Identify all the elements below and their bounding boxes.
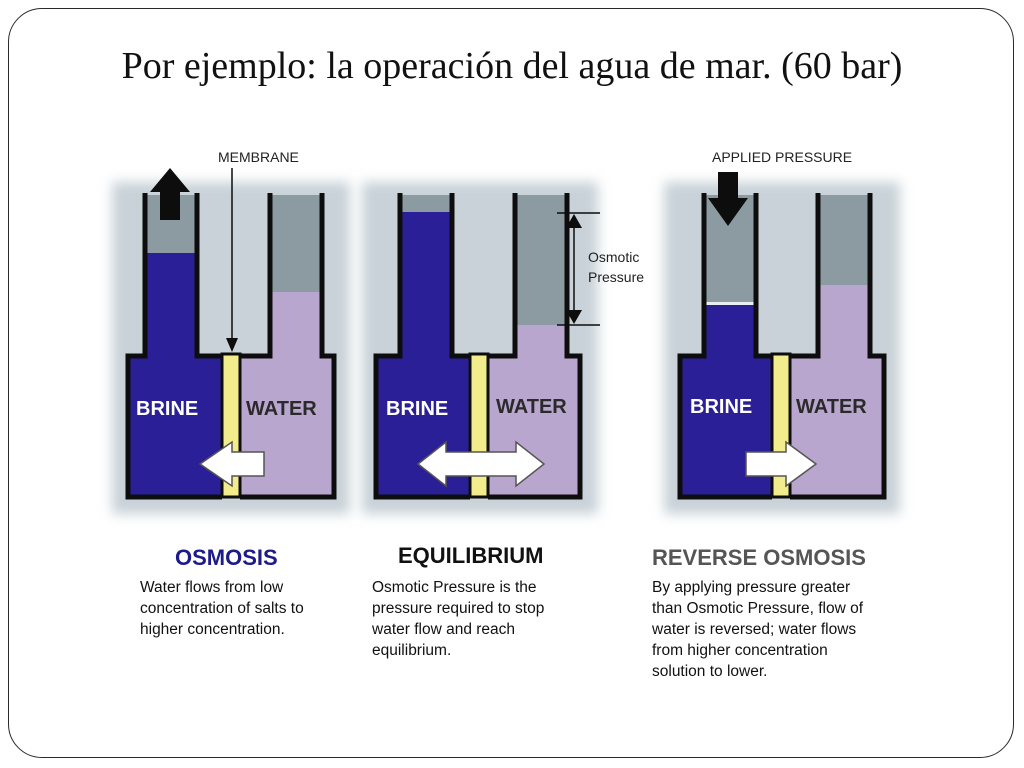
description-line: solution to lower. [652, 663, 767, 680]
left-brine-tube [400, 212, 452, 363]
slide-title: Por ejemplo: la operación del agua de ma… [121, 45, 903, 87]
right-tube-inner-wall [240, 193, 273, 359]
right-vessel-wall [240, 193, 337, 500]
description-line: Water flows from low [140, 579, 284, 596]
right-vessel-wall [790, 193, 887, 500]
piston-line [704, 302, 756, 305]
right-vessel-wall [488, 193, 583, 500]
osmotic-pressure-callout-line2: Pressure [588, 269, 644, 285]
description-line: higher concentration. [140, 621, 285, 638]
description-reverse-osmosis: By applying pressure greater than Osmoti… [651, 579, 864, 680]
osmotic-pressure-callout-line1: Osmotic [588, 249, 639, 265]
right-tube-empty [818, 195, 870, 285]
description-line: water is reversed; water flows [651, 621, 856, 638]
flow-arrow-left-icon [198, 440, 265, 488]
right-water-chamber [790, 358, 882, 495]
left-vessel-wall [677, 193, 772, 500]
left-tube-empty [400, 195, 452, 212]
description-line: Osmotic Pressure is the [372, 579, 537, 596]
arrow-down-icon [708, 172, 748, 226]
water-label-osmosis: WATER [246, 398, 317, 420]
left-brine-tube [704, 305, 756, 363]
description-line: concentration of salts to [140, 600, 304, 617]
description-osmosis: Water flows from low concentration of sa… [140, 579, 304, 638]
membrane-callout: MEMBRANE [218, 149, 299, 165]
heading-osmosis: OSMOSIS [175, 545, 278, 570]
right-tube-empty [270, 195, 322, 292]
brine-label-reverse: BRINE [690, 396, 752, 418]
osmotic-arrow-down-icon [566, 310, 582, 324]
right-water-tube [818, 285, 870, 363]
osmotic-arrow-up-icon [566, 214, 582, 228]
arrow-up-icon [150, 168, 190, 220]
slide-frame [8, 8, 1014, 758]
water-label-equilibrium: WATER [496, 396, 567, 418]
left-tube-inner-wall [194, 193, 222, 359]
brine-label-osmosis: BRINE [136, 398, 198, 420]
panel-reverse-osmosis: BRINE WATER [677, 172, 887, 500]
description-equilibrium: Osmotic Pressure is the pressure require… [371, 579, 544, 659]
panel-osmosis: BRINE WATER [125, 168, 337, 500]
description-line: pressure required to stop [372, 600, 544, 617]
right-water-tube [515, 325, 567, 363]
brine-label-equilibrium: BRINE [386, 398, 448, 420]
right-tube-inner-wall [790, 193, 821, 359]
applied-pressure-callout: APPLIED PRESSURE [712, 149, 852, 165]
description-line: than Osmotic Pressure, flow of [652, 600, 864, 617]
flow-arrow-double-icon [416, 440, 546, 488]
description-line: By applying pressure greater [652, 579, 850, 596]
left-brine-tube [145, 253, 197, 363]
membrane-pointer-icon [226, 338, 238, 352]
heading-reverse-osmosis: REVERSE OSMOSIS [652, 545, 866, 570]
description-line: from higher concentration [652, 642, 828, 659]
description-line: water flow and reach [371, 621, 515, 638]
panel-equilibrium: BRINE WATER [373, 193, 600, 500]
right-water-tube [270, 292, 322, 363]
left-vessel-wall [125, 193, 222, 500]
right-tube-empty [515, 195, 567, 325]
left-tube-inner-wall [753, 193, 772, 359]
right-tube-inner-wall [488, 193, 518, 359]
left-vessel-wall [373, 193, 470, 500]
description-line: equilibrium. [372, 642, 451, 659]
water-label-reverse: WATER [796, 396, 867, 418]
left-brine-chamber [130, 358, 222, 495]
heading-equilibrium: EQUILIBRIUM [398, 543, 543, 568]
left-tube-inner-wall [449, 193, 470, 359]
flow-arrow-right-icon [745, 440, 818, 488]
